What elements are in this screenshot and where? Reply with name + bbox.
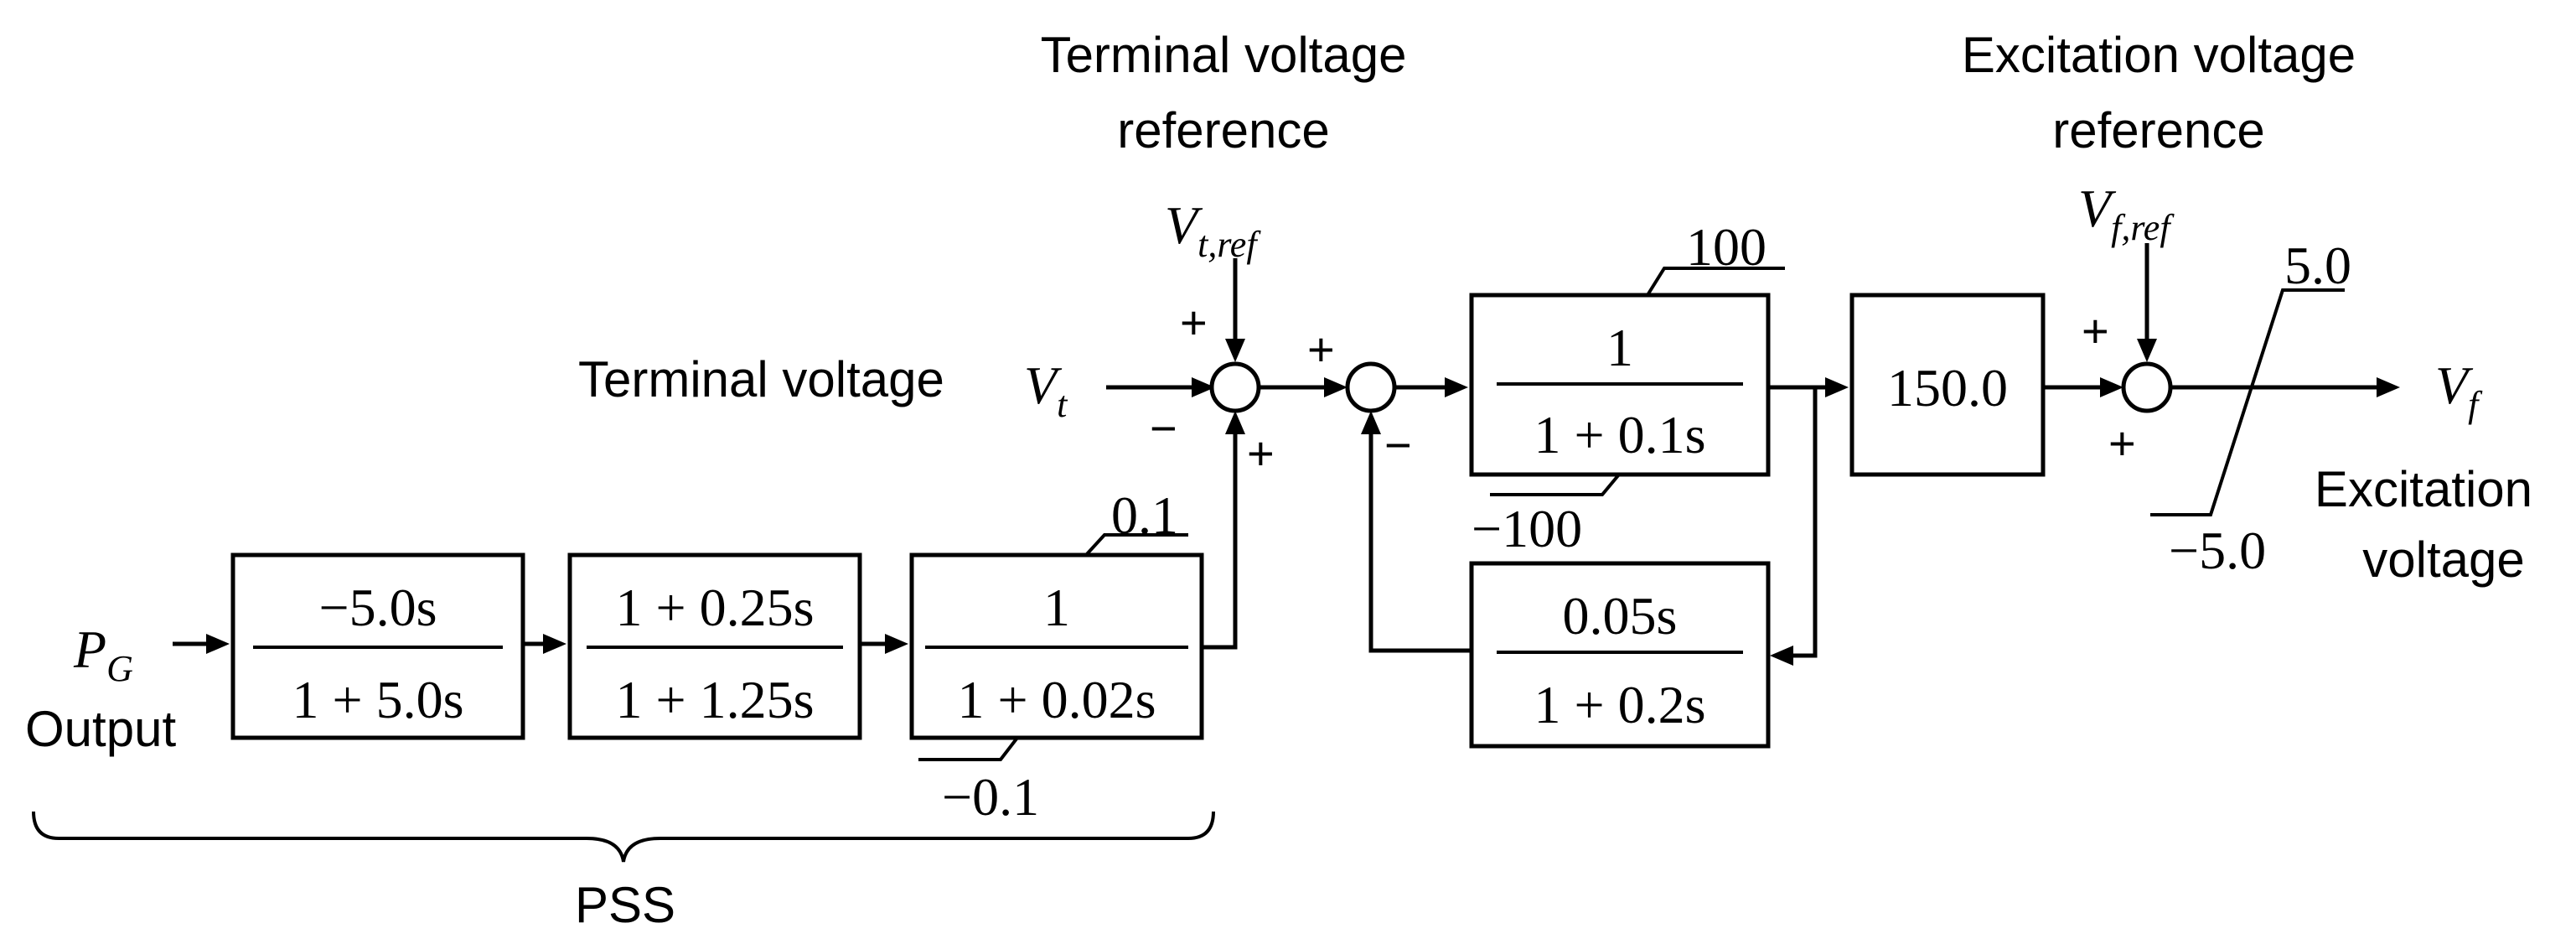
feedback-pickoff-line: [1792, 387, 1818, 658]
leadlag-numerator: 1 + 0.25s: [616, 578, 815, 637]
sum1-top-sign: +: [1180, 296, 1208, 349]
summing-junction-1: [1209, 361, 1261, 413]
excitation-voltage-reference-label-line1: Excitation voltage: [1962, 27, 2356, 83]
pss-lag-denominator: 1 + 0.02s: [958, 670, 1156, 729]
vfref-signal-label: Vf,ref: [2078, 179, 2175, 248]
leadlag-to-psslag-arrowhead: [885, 634, 908, 654]
output-arrowhead: [2377, 377, 2400, 397]
terminal-voltage-reference-label-line1: Terminal voltage: [1041, 27, 1407, 83]
pg-input-arrowhead: [206, 634, 230, 654]
sum1-to-sum2-arrowhead: [1324, 377, 1347, 397]
sum1-bottom-sign: +: [1247, 427, 1275, 480]
limiter-symbol: [2150, 288, 2345, 516]
gain-value: 150.0: [1887, 358, 2008, 418]
pss-lower-limit: −0.1: [942, 767, 1039, 827]
feedback-return-line: [1368, 431, 1472, 653]
pss-upper-limit: 0.1: [1111, 485, 1178, 545]
feedback-numerator: 0.05s: [1563, 586, 1678, 646]
avr-to-gain-arrowhead: [1825, 377, 1849, 397]
excitation-voltage-label-line1: Excitation: [2315, 461, 2532, 517]
washout-to-leadlag-arrowhead: [543, 634, 566, 654]
summing-junction-3: [2121, 361, 2173, 413]
avr-upper-limit: 100: [1686, 217, 1766, 277]
washout-numerator: −5.0s: [319, 578, 437, 637]
avr-lower-limit-mark: [1490, 473, 1621, 496]
feedback-denominator: 1 + 0.2s: [1534, 675, 1706, 734]
pss-upper-limit-mark: [1084, 533, 1188, 557]
avr-lag-numerator: 1: [1606, 318, 1633, 377]
sum2-bottom-sign: −: [1384, 418, 1412, 471]
excitation-voltage-label-line2: voltage: [2362, 532, 2524, 588]
feedback-block: [1469, 561, 1771, 749]
sum3-bottom-sign: +: [2108, 417, 2136, 469]
vf-signal-label: Vf: [2435, 355, 2483, 425]
vt-input-arrowhead: [1192, 377, 1215, 397]
washout-denominator: 1 + 5.0s: [292, 670, 464, 729]
gain-to-sum3-arrowhead: [2100, 377, 2123, 397]
pss-output-arrowhead: [1225, 411, 1245, 434]
pss-output-line: [1202, 433, 1238, 650]
avr-upper-limit-mark: [1646, 267, 1785, 297]
limiter-lower-limit: −5.0: [2169, 521, 2266, 580]
limiter-upper-limit: 5.0: [2284, 236, 2351, 295]
sum2-left-sign: +: [1307, 323, 1335, 376]
terminal-voltage-reference-label-line2: reference: [1117, 102, 1329, 158]
gain-block: [1849, 293, 2046, 477]
pss-lower-limit-mark: [918, 736, 1019, 761]
pg-signal-label: PG: [73, 620, 133, 689]
vfref-arrowhead: [2137, 339, 2157, 362]
avr-lower-limit: −100: [1472, 499, 1582, 558]
vtref-signal-label: Vt,ref: [1165, 195, 1261, 265]
feedback-return-arrowhead: [1361, 411, 1381, 434]
pss-brace: [32, 811, 1215, 863]
summing-junction-2: [1345, 361, 1397, 413]
feedback-pickoff-arrowhead: [1770, 646, 1793, 666]
pss-lag-numerator: 1: [1043, 578, 1070, 637]
excitation-voltage-reference-label-line2: reference: [2052, 102, 2264, 158]
sum3-top-sign: +: [2082, 304, 2109, 357]
pss-label: PSS: [575, 877, 675, 933]
sum1-left-sign: −: [1150, 402, 1177, 454]
output-label: Output: [25, 701, 176, 757]
vtref-arrowhead: [1225, 339, 1245, 362]
sum2-to-avr-arrowhead: [1445, 377, 1468, 397]
avr-lag-denominator: 1 + 0.1s: [1534, 405, 1706, 464]
leadlag-denominator: 1 + 1.25s: [616, 670, 815, 729]
vt-signal-label: Vt: [1024, 355, 1068, 425]
terminal-voltage-label: Terminal voltage: [578, 351, 944, 407]
